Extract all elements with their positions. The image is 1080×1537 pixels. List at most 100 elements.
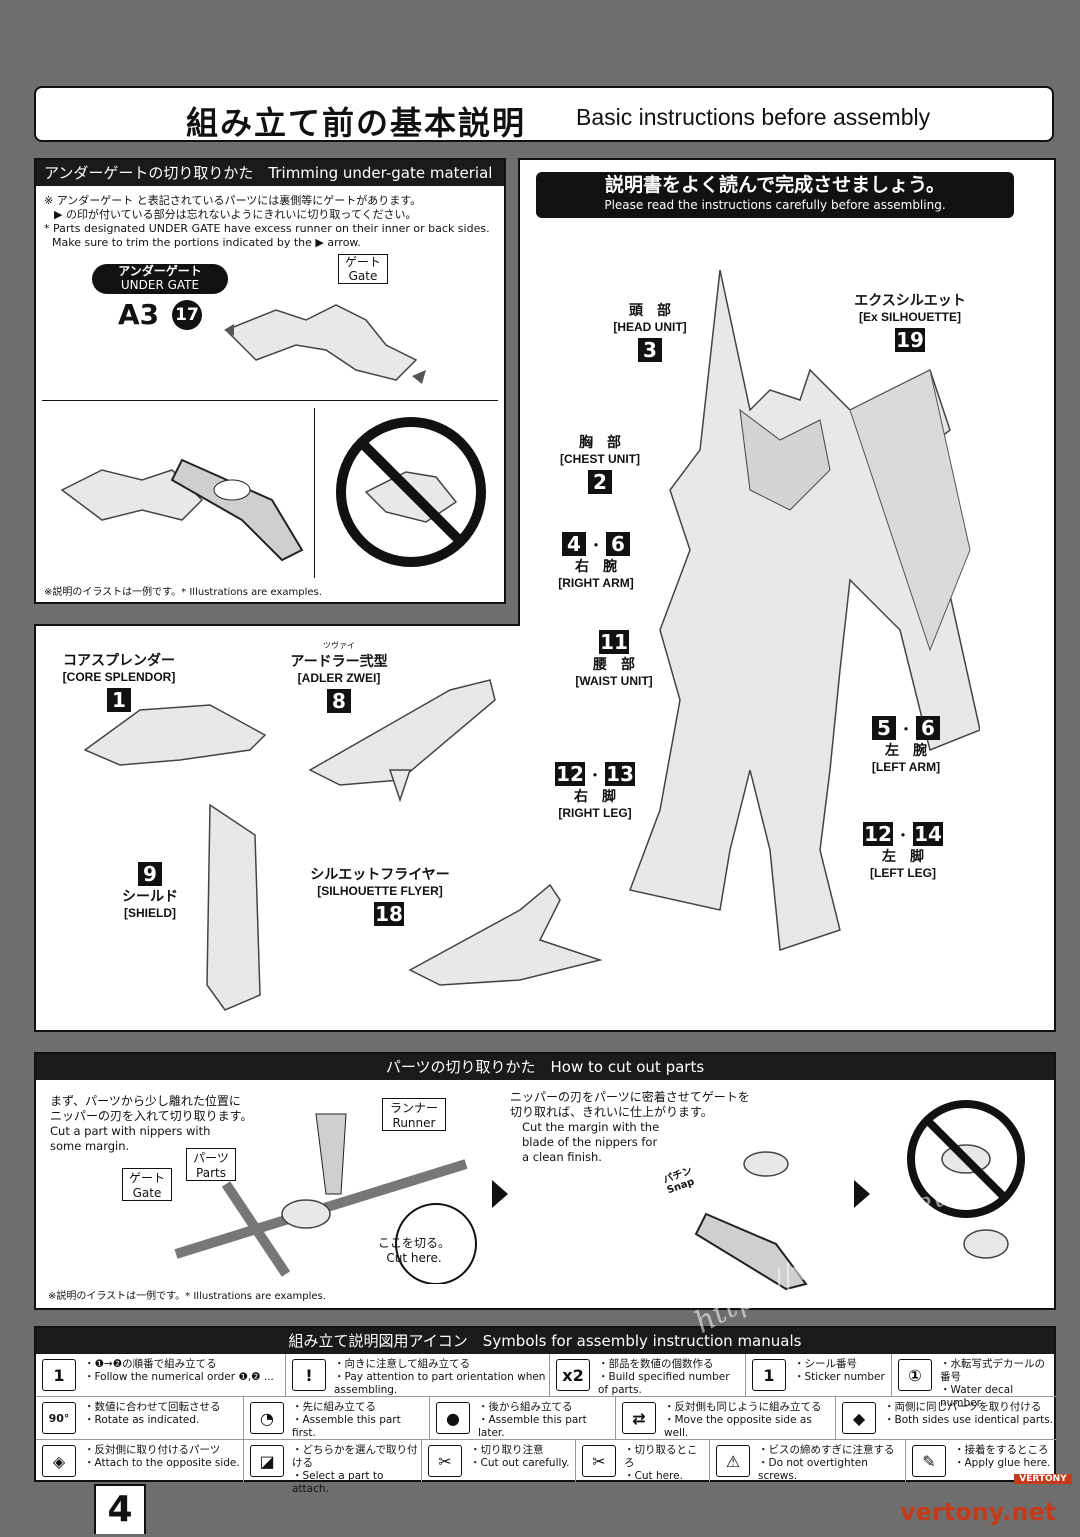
label-left-arm: 5・6 左 腕 [LEFT ARM] [858,716,954,774]
symbol-identical-parts: ◆・両側に同じパーツを取り付ける・Both sides use identica… [836,1397,1056,1439]
symbol-jp: ・向きに注意して組み立てる [334,1358,471,1370]
symbol-en: ・Rotate as indicated. [84,1414,200,1426]
symbol-en: ・Assemble this part later. [478,1414,587,1439]
symbol-jp: ・反対側に取り付けるパーツ [84,1444,221,1456]
label-en: [LEFT ARM] [871,760,941,774]
symbol-water-decal: ① ・水転写式デカールの番号・Water decal number [892,1354,1056,1409]
trim-header: アンダーゲートの切り取りかた Trimming under-gate mater… [36,160,504,186]
divider [42,400,498,401]
title-bar: 組み立て前の基本説明 Basic instructions before ass… [34,86,1054,142]
label-silhouette-flyer: シルエットフライヤー [SILHOUETTE FLYER] 18 [310,864,450,926]
symbol-en: ・Build specified number of parts. [598,1371,730,1396]
sticker-icon: 1 [752,1359,786,1391]
cut-step-2-en-1: Cut the margin with the [522,1120,660,1134]
label-jp: 胸 部 [579,435,621,451]
symbol-jp: ・先に組み立てる [292,1401,376,1413]
step-number: 3 [638,338,662,362]
gate-label-2-jp: ゲート [128,1171,165,1185]
symbol-en: ・Select a part to attach. [292,1470,384,1495]
label-jp: 左 脚 [882,849,924,865]
symbol-numerical-order: 1・❶→❷の順番で組み立てる・Follow the numerical orde… [36,1354,286,1396]
symbol-rotate: 90°・数値に合わせて回転させる・Rotate as indicated. [36,1397,244,1439]
symbol-en: ・Pay attention to part orientation when … [334,1371,546,1396]
step-number: 8 [327,689,351,713]
step-number: 5 [871,716,896,740]
trim-note-en-1: * Parts designated UNDER GATE have exces… [44,222,490,235]
label-jp: コアスプレンダー [63,653,175,669]
trim-note-en-2: Make sure to trim the portions indicated… [52,236,361,249]
gate-label-2: ゲート Gate [122,1168,172,1201]
symbol-jp: ・両側に同じパーツを取り付ける [884,1401,1042,1413]
runner-illustration [174,1113,477,1284]
label-core-splendor: コアスプレンダー [CORE SPLENDOR] 1 [54,650,184,712]
parts-label-en: Parts [196,1166,226,1180]
gate-label-jp: ゲート [344,255,381,269]
cut-step-2-en-3: a clean finish. [522,1150,602,1164]
step-number: 6 [606,532,630,556]
step-number: 1 [107,688,131,712]
under-gate-part-illustration [224,304,426,384]
trimming-illustration [60,458,304,562]
trim-footnote: ※説明のイラストは一例です。* Illustrations are exampl… [44,587,322,598]
cut-step-2: ニッパーの刃をパーツに密着させてゲートを 切り取れば、きれいに仕上がります。 C… [510,1090,750,1165]
symbol-jp: ・水転写式デカールの番号 [940,1358,1045,1383]
symbols-row-2: 90°・数値に合わせて回転させる・Rotate as indicated. ◔・… [36,1397,1056,1440]
step-number: 11 [599,630,629,654]
label-en: [Ex SILHOUETTE] [858,310,961,324]
label-ex-silhouette: エクスシルエット [Ex SILHOUETTE] 19 [840,290,980,352]
cut-step-2-en-2: blade of the nippers for [522,1135,658,1149]
symbol-jp: ・❶→❷の順番で組み立てる [84,1358,217,1370]
symbols-header: 組み立て説明図用アイコン Symbols for assembly instru… [36,1328,1054,1354]
divider [314,408,315,578]
symbol-jp: ・数値に合わせて回転させる [84,1401,221,1413]
nipper-illustration [694,1151,808,1291]
read-banner: 説明書をよく読んで完成させましょう。 Please read the instr… [536,172,1014,218]
label-jp: シールド [122,889,178,905]
label-chest-unit: 胸 部 [CHEST UNIT] 2 [548,432,652,494]
symbol-build-number: x2・部品を数値の個数作る・Build specified number of … [550,1354,746,1396]
step-number: 18 [374,902,404,926]
silhouette-flyer-illustration [408,883,603,986]
cut-panel: パーツの切り取りかた How to cut out parts まず、パーツから… [34,1052,1056,1310]
cut-step-1: まず、パーツから少し離れた位置に ニッパーの刃を入れて切り取ります。 Cut a… [50,1094,252,1154]
prohibited-icon [336,417,486,567]
step-number: 19 [895,328,925,352]
trim-note-jp-2: ▶ の印が付いている部分は忘れないようにきれいに切り取ってください。 [54,208,417,221]
trim-panel: アンダーゲートの切り取りかた Trimming under-gate mater… [34,158,506,604]
adler-zwei-illustration [308,679,496,803]
core-splendor-illustration [83,704,267,766]
decal-icon: ① [898,1359,932,1391]
symbol-en: ・Water decal number [940,1384,1014,1409]
cut-step-1-jp-1: まず、パーツから少し離れた位置に [50,1094,241,1108]
label-jp: 右 脚 [574,789,616,805]
symbols-panel: 組み立て説明図用アイコン Symbols for assembly instru… [34,1326,1056,1495]
gundam-illustration [628,269,980,952]
page-number: 4 [94,1484,146,1534]
cut-step-1-jp-2: ニッパーの刃を入れて切り取ります。 [50,1109,253,1123]
arrow-right-icon [492,1180,508,1208]
label-head-unit: 頭 部 [HEAD UNIT] 3 [600,300,700,362]
arrow-right-icon [854,1180,870,1208]
opposite-side-icon: ⇄ [622,1402,656,1434]
cut-here-label: ここを切る。 Cut here. [378,1234,450,1265]
label-jp: 左 腕 [885,743,927,759]
attach-opposite-icon: ◈ [42,1445,76,1477]
step-number: 9 [138,862,162,886]
symbol-en: ・Move the opposite side as well. [664,1414,812,1439]
ruby-text: ツヴァイ [323,641,355,650]
gate-label-2-en: Gate [132,1186,162,1200]
label-jp: エクスシルエット [854,293,966,309]
cut-here-icon: ✂ [582,1445,616,1477]
screw-icon: ⚠ [716,1445,750,1477]
symbol-en: ・Assemble this part first. [292,1414,401,1439]
under-gate-badge-jp: アンダーゲート [118,264,202,278]
label-waist-unit: 11 腰 部 [WAIST UNIT] [562,630,666,688]
cut-step-1-en-1: Cut a part with nippers with [50,1124,211,1138]
symbol-jp: ・ビスの締めすぎに注意する [758,1444,895,1456]
symbol-jp: ・どちらかを選んで取り付ける [292,1444,418,1469]
cut-step-2-jp-1: ニッパーの刃をパーツに密着させてゲートを [510,1090,750,1104]
number-order-icon: 1 [42,1359,76,1391]
both-sides-icon: ◆ [842,1402,876,1434]
symbol-screws: ⚠・ビスの締めすぎに注意する・Do not overtighten screws… [710,1440,906,1482]
cut-step-1-en-2: some margin. [50,1139,130,1153]
